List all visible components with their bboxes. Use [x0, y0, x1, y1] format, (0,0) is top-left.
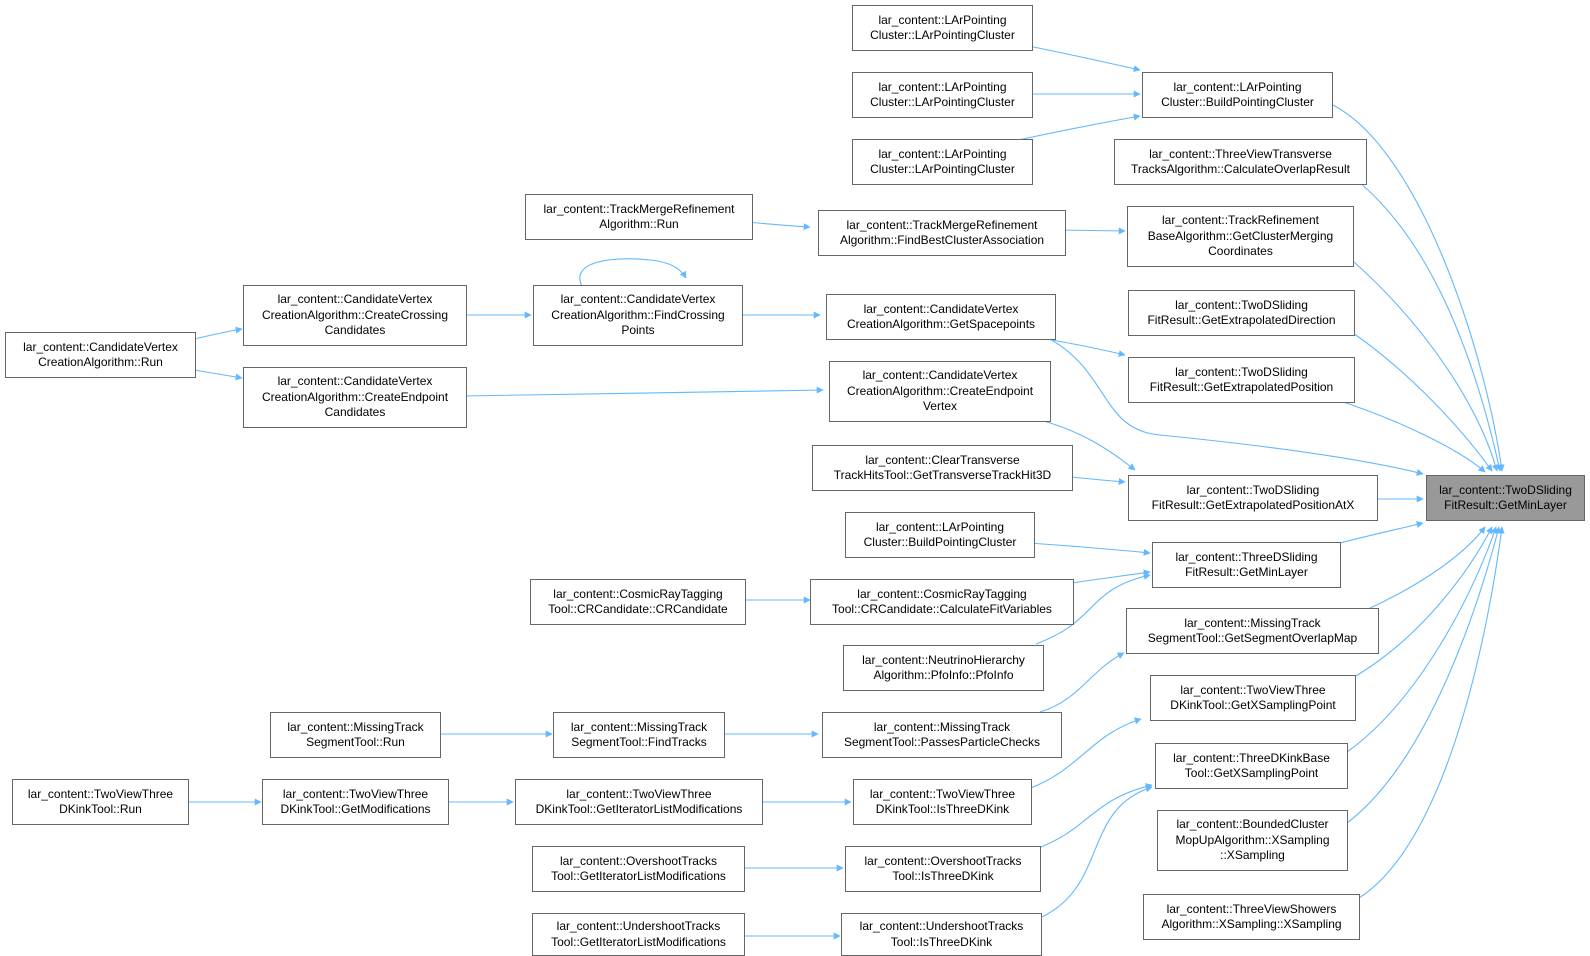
node-cosmicraytagging-crcandidate[interactable]: lar_content::CosmicRayTagging Tool::CRCa… [530, 579, 746, 625]
edge [1029, 542, 1151, 556]
node-neutrinohierarchy-pfoinfo[interactable]: lar_content::NeutrinoHierarchy Algorithm… [843, 645, 1044, 691]
edge [1035, 573, 1151, 645]
edge [1017, 113, 1141, 141]
node-candidatevertex-createcrossingcandidates[interactable]: lar_content::CandidateVertex CreationAlg… [243, 285, 467, 346]
edge [462, 386, 824, 397]
edge [193, 326, 243, 340]
edge [1348, 526, 1493, 681]
node-boundedcluster-xsampling[interactable]: lar_content::BoundedCluster MopUpAlgorit… [1157, 810, 1348, 871]
node-threedkinkbase-getxsamplingpoint[interactable]: lar_content::ThreeDKinkBase Tool::GetXSa… [1155, 743, 1348, 789]
node-twoviewthreedkink-run[interactable]: lar_content::TwoViewThree DKinkTool::Run [12, 779, 189, 825]
node-undershoottracks-getiteratorlistmodifications[interactable]: lar_content::UndershootTracks Tool::GetI… [532, 913, 745, 956]
node-candidatevertex-createendpointcandidates[interactable]: lar_content::CandidateVertex CreationAlg… [243, 367, 467, 428]
node-twodsliding-getextrapolatedposition[interactable]: lar_content::TwoDSliding FitResult::GetE… [1128, 357, 1355, 403]
edge [1358, 526, 1505, 899]
edge [745, 221, 811, 231]
node-larpointing-ctor-1[interactable]: lar_content::LArPointing Cluster::LArPoi… [852, 5, 1033, 51]
edge [1365, 526, 1486, 611]
node-trackmerge-run[interactable]: lar_content::TrackMergeRefinement Algori… [525, 194, 753, 240]
node-twodsliding-getextrapolateddirection[interactable]: lar_content::TwoDSliding FitResult::GetE… [1128, 290, 1355, 336]
node-overshoottracks-getiteratorlistmodifications[interactable]: lar_content::OvershootTracks Tool::GetIt… [532, 846, 745, 892]
node-candidatevertex-getspacepoints[interactable]: lar_content::CandidateVertex CreationAlg… [826, 294, 1056, 340]
node-threeviewshowers-xsampling[interactable]: lar_content::ThreeViewShowers Algorithm:… [1143, 894, 1360, 940]
node-larpointing-buildpointingcluster-b[interactable]: lar_content::LArPointing Cluster::BuildP… [845, 512, 1035, 558]
edge [1032, 783, 1153, 851]
node-twoviewthreedkink-getiteratorlistmodifications[interactable]: lar_content::TwoViewThree DKinkTool::Get… [515, 779, 763, 825]
node-overshoottracks-isthreedkink[interactable]: lar_content::OvershootTracks Tool::IsThr… [845, 846, 1041, 892]
edge [1353, 261, 1499, 472]
edge [1346, 526, 1498, 753]
edge [1039, 652, 1125, 713]
edge [1027, 717, 1142, 790]
node-larpointing-ctor-2[interactable]: lar_content::LArPointing Cluster::LArPoi… [852, 72, 1033, 118]
node-twoviewthreedkink-isthreedkink[interactable]: lar_content::TwoViewThree DKinkTool::IsT… [853, 779, 1032, 825]
edge [1055, 227, 1126, 235]
node-cosmicraytagging-calculatefitvariables[interactable]: lar_content::CosmicRayTagging Tool::CRCa… [810, 579, 1074, 625]
edge [1332, 104, 1505, 472]
node-threeviewtransverse-calculateoverlapresult[interactable]: lar_content::ThreeViewTransverse TracksA… [1114, 139, 1367, 185]
node-twodsliding-getminlayer[interactable]: lar_content::TwoDSliding FitResult::GetM… [1426, 475, 1585, 521]
edge [579, 258, 687, 287]
node-candidatevertex-createendpointvertex[interactable]: lar_content::CandidateVertex CreationAlg… [829, 361, 1051, 422]
edge [1045, 338, 1126, 357]
node-twoviewthreedkink-getxsamplingpoint[interactable]: lar_content::TwoViewThree DKinkTool::Get… [1150, 675, 1356, 721]
node-threedsliding-getminlayer[interactable]: lar_content::ThreeDSliding FitResult::Ge… [1152, 542, 1341, 588]
edge [1352, 332, 1493, 472]
node-missingtrack-run[interactable]: lar_content::MissingTrack SegmentTool::R… [270, 712, 441, 758]
edge [1034, 785, 1153, 921]
node-undershoottracks-isthreedkink[interactable]: lar_content::UndershootTracks Tool::IsTh… [841, 913, 1042, 956]
node-missingtrack-findtracks[interactable]: lar_content::MissingTrack SegmentTool::F… [553, 712, 725, 758]
node-larpointing-ctor-3[interactable]: lar_content::LArPointing Cluster::LArPoi… [852, 139, 1033, 185]
node-candidatevertex-run[interactable]: lar_content::CandidateVertex CreationAlg… [5, 332, 196, 378]
node-cleartransverse-gettransversetrackhit3d[interactable]: lar_content::ClearTransverse TrackHitsTo… [812, 445, 1073, 491]
node-twoviewthreedkink-getmodifications[interactable]: lar_content::TwoViewThree DKinkTool::Get… [262, 779, 449, 825]
edge [1017, 43, 1141, 73]
node-twodsliding-getextrapolatedpositionatx[interactable]: lar_content::TwoDSliding FitResult::GetE… [1128, 475, 1378, 521]
edge [193, 369, 243, 381]
node-candidatevertex-findcrossingpoints[interactable]: lar_content::CandidateVertex CreationAlg… [533, 285, 743, 346]
edge [1045, 336, 1424, 476]
node-trackrefinement-getclustermergingcoordinates[interactable]: lar_content::TrackRefinement BaseAlgorit… [1127, 206, 1354, 267]
edge [1346, 526, 1501, 824]
node-missingtrack-passesparticlechecks[interactable]: lar_content::MissingTrack SegmentTool::P… [822, 712, 1062, 758]
node-larpointing-buildpointingcluster-a[interactable]: lar_content::LArPointing Cluster::BuildP… [1142, 72, 1333, 118]
edge [1358, 181, 1503, 472]
node-trackmerge-findbestclusterassociation[interactable]: lar_content::TrackMergeRefinement Algori… [818, 210, 1066, 256]
edge [1330, 397, 1486, 473]
edge [1035, 418, 1136, 471]
edge [1339, 521, 1424, 544]
node-missingtrack-getsegmentoverlapmap[interactable]: lar_content::MissingTrack SegmentTool::G… [1126, 608, 1379, 654]
